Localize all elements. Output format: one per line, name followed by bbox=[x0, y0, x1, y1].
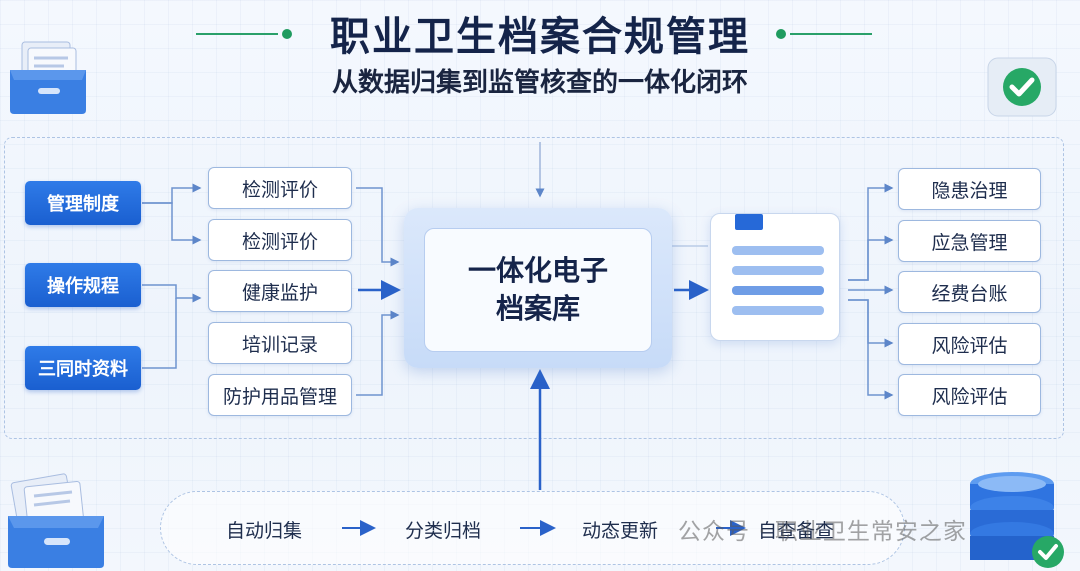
document-line bbox=[732, 286, 824, 295]
source-three-simultaneous: 三同时资料 bbox=[25, 346, 141, 390]
process-step: 自动归集 bbox=[226, 520, 303, 542]
record-item: 检测评价 bbox=[208, 219, 352, 261]
watermark: 公众号 · 职业卫生常安之家 bbox=[678, 519, 967, 545]
archive-library-box: 一体化电子 档案库 bbox=[424, 228, 652, 352]
process-step: 动态更新 bbox=[582, 520, 659, 542]
archive-box-icon bbox=[10, 41, 86, 114]
main-flow-frame bbox=[4, 137, 1064, 439]
output-item: 风险评估 bbox=[898, 374, 1041, 416]
archive-library-line2: 档案库 bbox=[495, 292, 580, 325]
record-item: 培训记录 bbox=[208, 322, 352, 364]
record-item: 防护用品管理 bbox=[208, 374, 352, 416]
archive-library-label: 一体化电子 档案库 bbox=[453, 252, 623, 328]
source-management-system: 管理制度 bbox=[25, 181, 141, 225]
title-left-dot bbox=[282, 29, 292, 39]
output-item: 应急管理 bbox=[898, 220, 1041, 262]
title-right-line bbox=[790, 33, 872, 35]
archive-box-icon-bottom bbox=[8, 473, 104, 568]
document-line bbox=[732, 306, 824, 315]
page-subtitle: 从数据归集到监管核查的一体化闭环 bbox=[331, 68, 748, 98]
record-item: 健康监护 bbox=[208, 270, 352, 312]
output-item: 隐患治理 bbox=[898, 168, 1041, 210]
page-title: 职业卫生档案合规管理 bbox=[330, 14, 750, 60]
check-badge-icon bbox=[987, 57, 1057, 117]
title-left-line bbox=[196, 33, 278, 35]
document-line bbox=[732, 266, 824, 275]
source-operation-procedure: 操作规程 bbox=[25, 263, 141, 307]
output-item: 经费台账 bbox=[898, 271, 1041, 313]
bookmark-icon bbox=[735, 214, 763, 230]
process-step: 分类归档 bbox=[405, 520, 482, 542]
process-step: 自查备查 bbox=[758, 520, 835, 542]
archive-library-line1: 一体化电子 bbox=[467, 254, 608, 288]
title-right-dot bbox=[776, 29, 786, 39]
output-item: 风险评估 bbox=[898, 323, 1041, 365]
database-icon bbox=[970, 472, 1064, 568]
record-item: 检测评价 bbox=[208, 167, 352, 209]
document-line bbox=[732, 246, 824, 255]
document-card-icon bbox=[710, 213, 840, 341]
